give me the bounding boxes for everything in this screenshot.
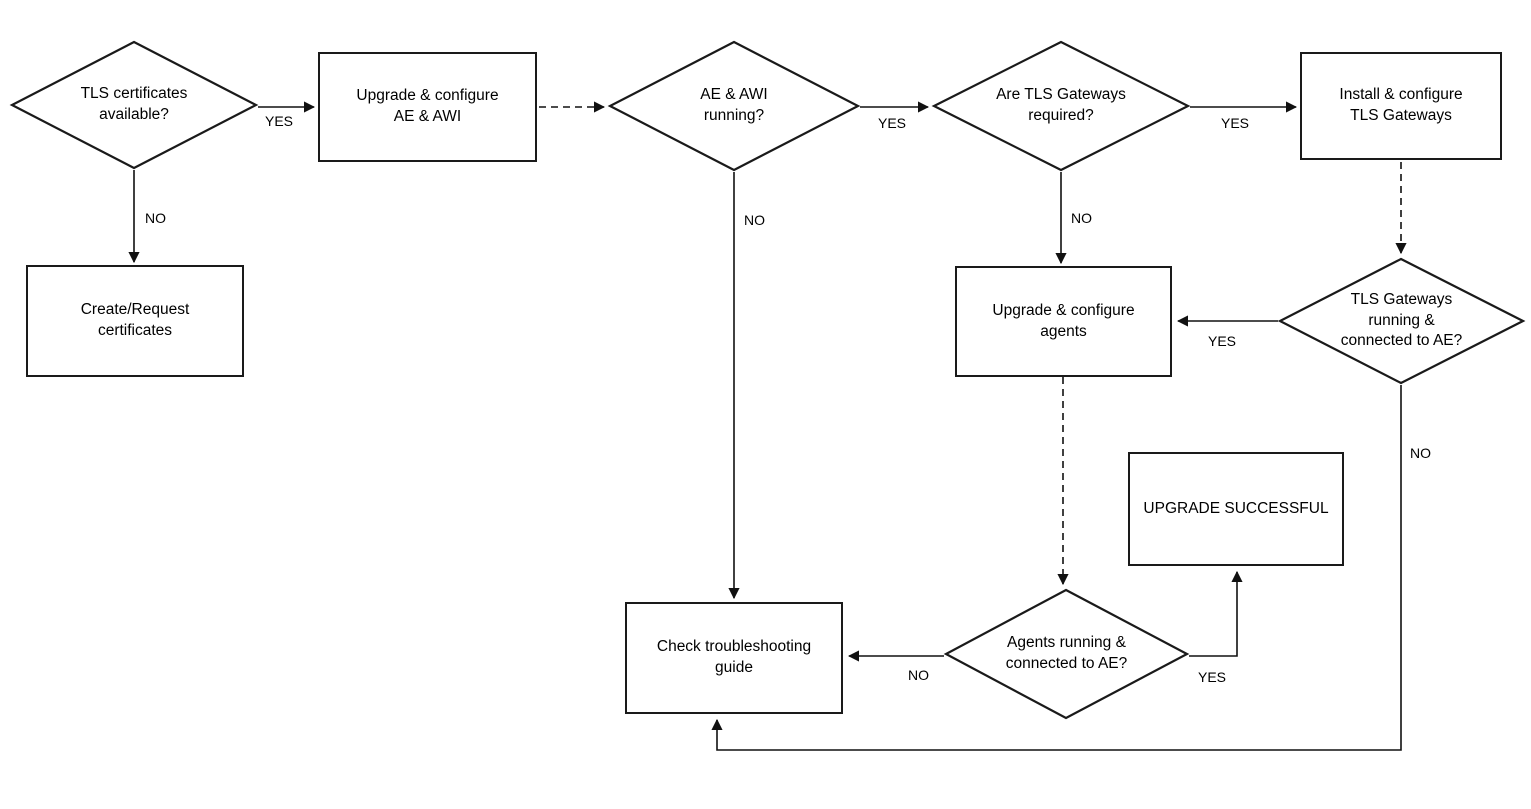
edge-label-agents-running-yes: YES <box>1198 669 1227 685</box>
edge-label-gateways-required-no: NO <box>1071 210 1092 226</box>
process-label: UPGRADE SUCCESSFUL <box>1143 499 1329 517</box>
process-check-troubleshooting-guide[interactable]: Check troubleshooting guide <box>625 602 843 714</box>
edge-label-gateways-running-yes: YES <box>1208 333 1237 349</box>
process-label: Install & configure TLS Gateways <box>1339 86 1463 124</box>
edge-gateways-running-no <box>711 385 1402 751</box>
edge-label-ae-awi-no: NO <box>744 212 765 228</box>
decision-are-tls-gateways-required[interactable]: Are TLS Gateways required? <box>931 40 1191 172</box>
diamond-shape <box>943 588 1190 720</box>
process-label: Upgrade & configure agents <box>992 301 1135 340</box>
diamond-shape <box>9 40 259 170</box>
decision-tls-certificates-available[interactable]: TLS certificates available? <box>9 40 259 170</box>
edge-agents-running-yes <box>1189 570 1243 657</box>
diamond-shape <box>931 40 1191 172</box>
process-label: Upgrade & configure AE & AWI <box>356 87 499 125</box>
process-label: Check troubleshooting guide <box>656 638 812 676</box>
edge-label-certs-yes: YES <box>265 113 294 129</box>
edge-label-gateways-running-no: NO <box>1410 445 1431 461</box>
process-create-request-certificates[interactable]: Create/Request certificates <box>26 265 244 377</box>
edge-label-ae-awi-yes: YES <box>878 115 907 131</box>
decision-tls-gateways-running-connected[interactable]: TLS Gateways running & connected to AE? <box>1277 257 1526 385</box>
diamond-shape <box>1277 257 1526 385</box>
decision-ae-awi-running[interactable]: AE & AWI running? <box>607 40 861 172</box>
decision-agents-running-connected[interactable]: Agents running & connected to AE? <box>943 588 1190 720</box>
process-upgrade-successful[interactable]: UPGRADE SUCCESSFUL <box>1128 452 1344 566</box>
process-upgrade-configure-agents[interactable]: Upgrade & configure agents <box>955 266 1172 377</box>
process-upgrade-configure-ae-awi[interactable]: Upgrade & configure AE & AWI <box>318 52 537 162</box>
edge-label-agents-running-no: NO <box>908 667 929 683</box>
process-label: Create/Request certificates <box>80 301 190 339</box>
diamond-shape <box>607 40 861 172</box>
edge-label-gateways-required-yes: YES <box>1221 115 1250 131</box>
process-install-configure-tls-gateways[interactable]: Install & configure TLS Gateways <box>1300 52 1502 160</box>
edge-label-certs-no: NO <box>145 210 166 226</box>
